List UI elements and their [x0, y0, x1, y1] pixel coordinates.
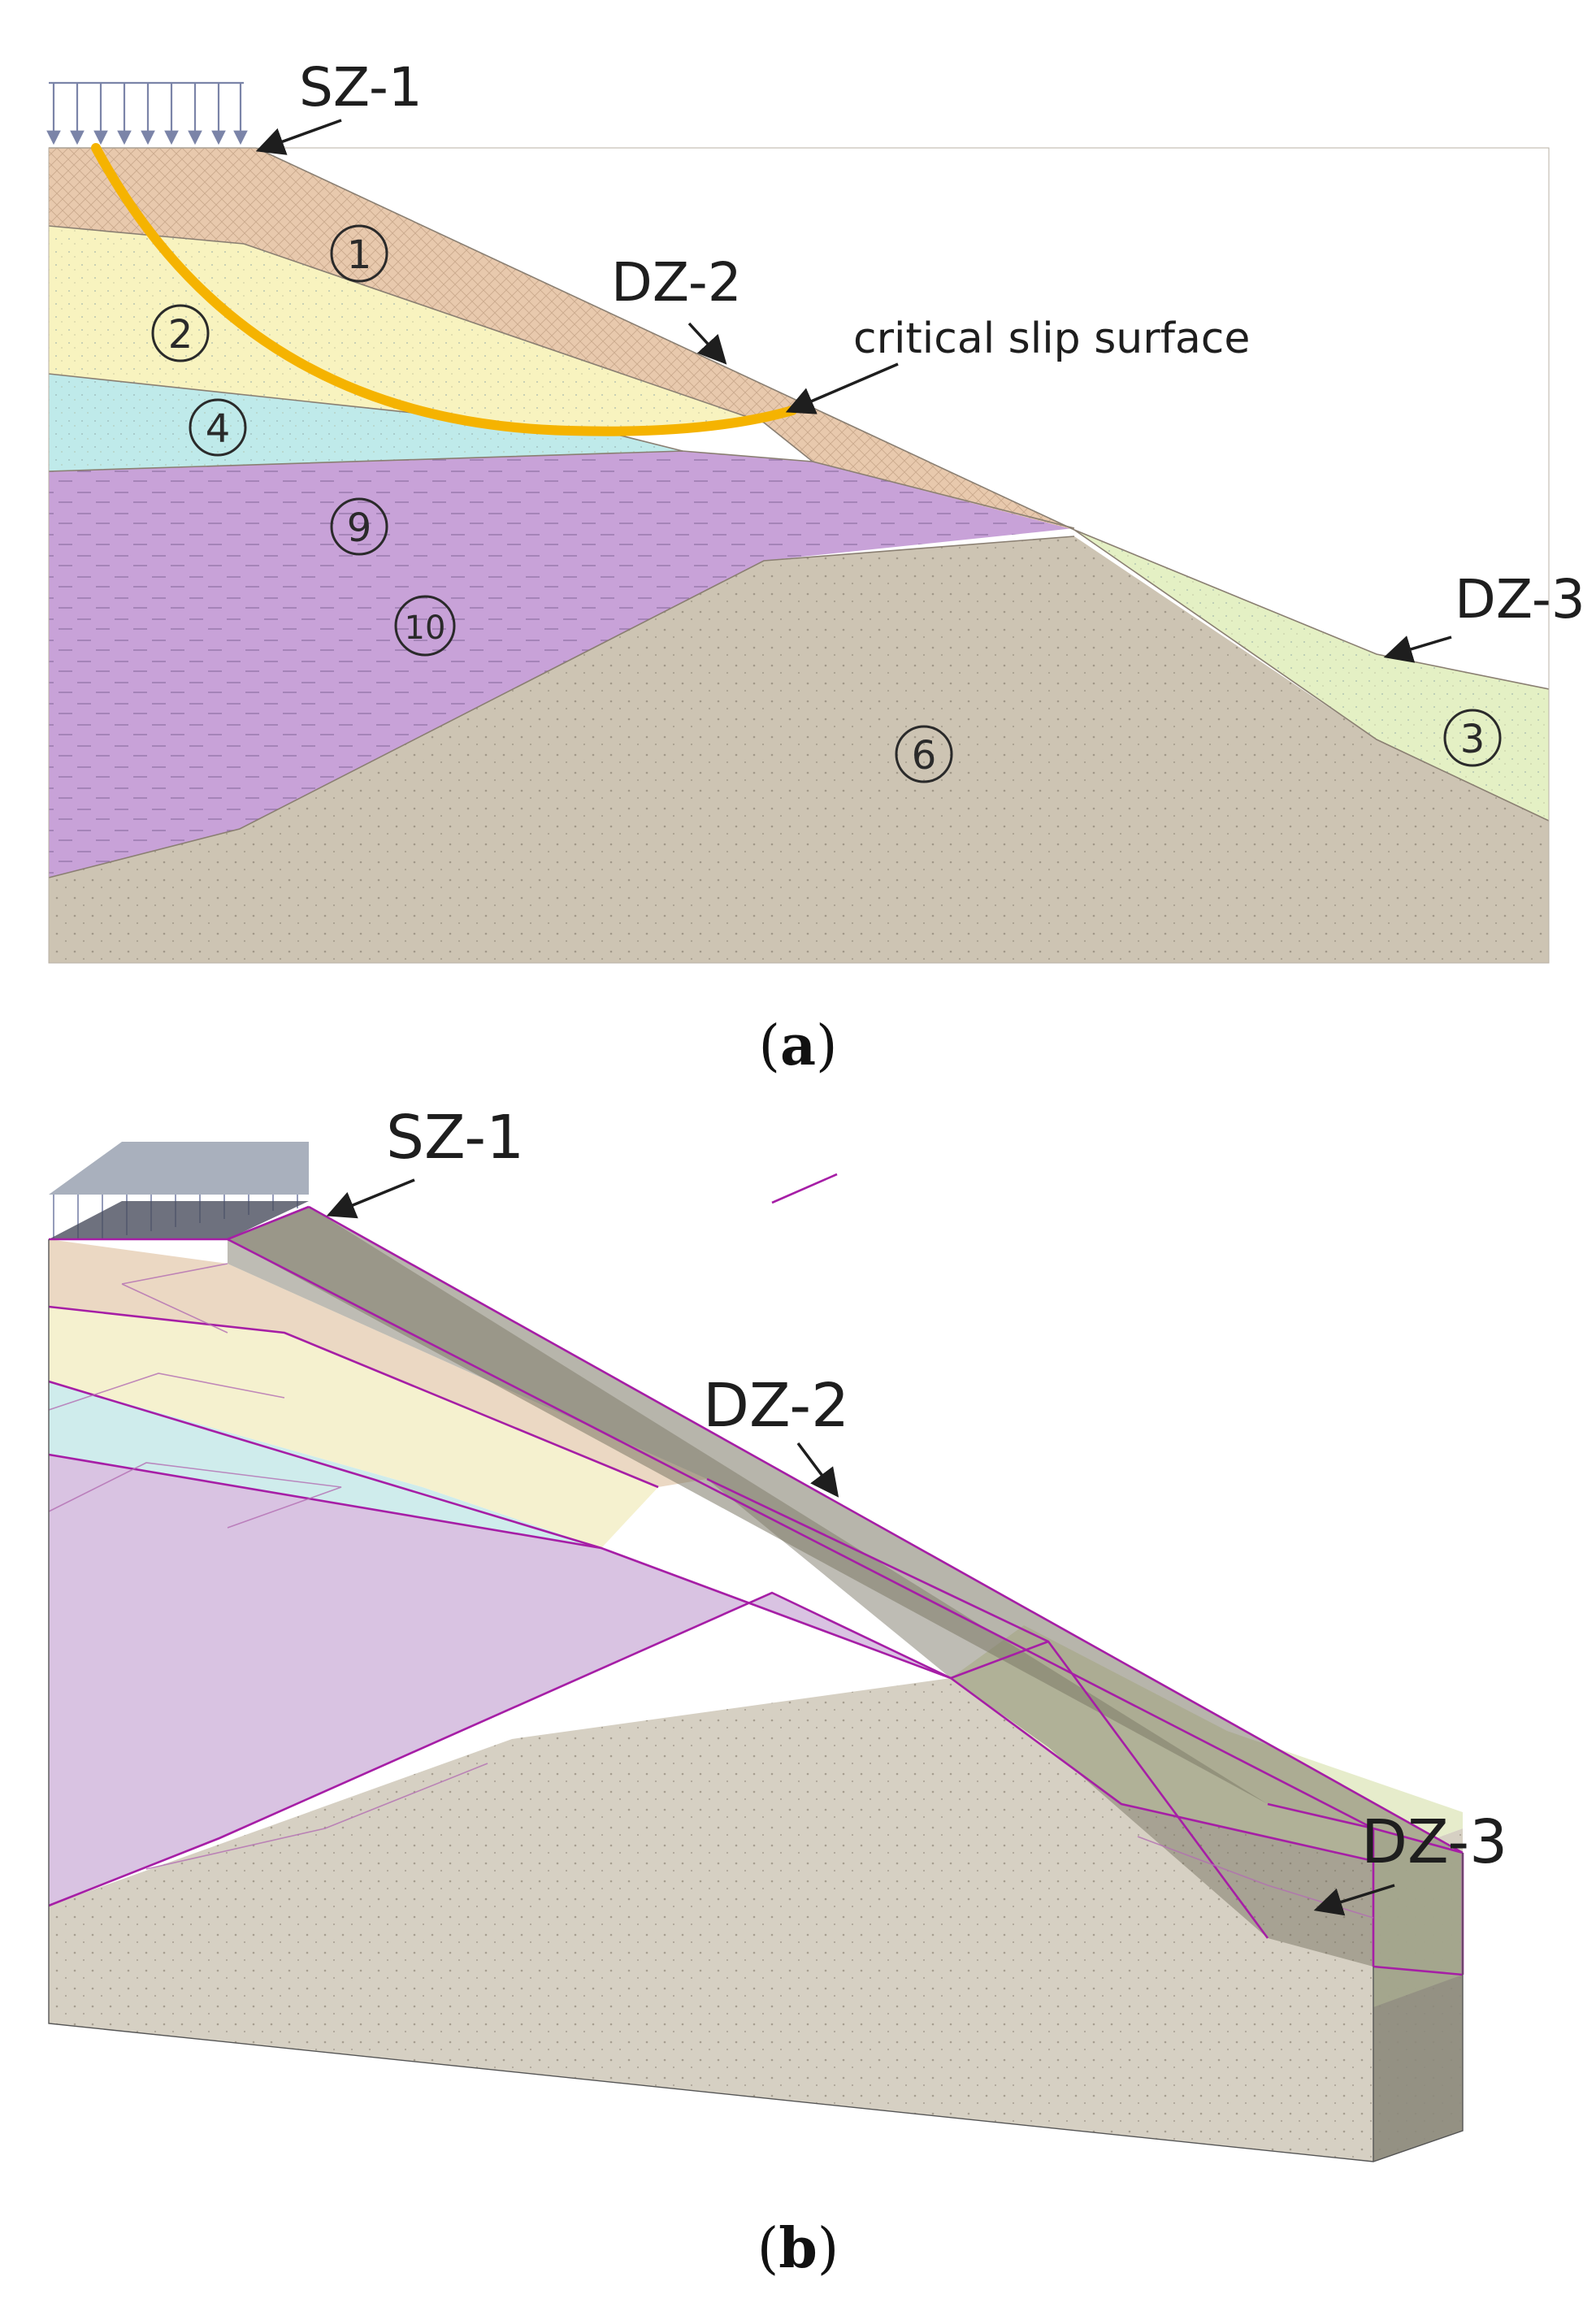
caption-b: (b) — [757, 2216, 839, 2281]
b-dz2-label: DZ-2 — [703, 1371, 849, 1441]
dz2-label: DZ-2 — [611, 251, 742, 314]
load-plate — [49, 1142, 309, 1195]
b-sz1-label: SZ-1 — [386, 1103, 524, 1173]
panel-b: SZ-1 DZ-2 DZ-3 (b) — [48, 1103, 1507, 2281]
model-outline — [48, 1239, 1464, 2162]
critical-slip-surface — [91, 143, 797, 436]
dz3-label: DZ-3 — [1455, 568, 1585, 631]
caption-a: (a) — [758, 1013, 837, 1078]
block-layer-9-10 — [49, 1455, 951, 1906]
section-frame — [48, 147, 1550, 964]
slip-surface-label: critical slip surface — [853, 314, 1250, 363]
layer-marker-10: 10 — [394, 595, 456, 657]
panel-a: SZ-1 DZ-2 critical slip surface DZ-3 1 2… — [46, 56, 1585, 1078]
svg-text:6: 6 — [912, 733, 937, 779]
block-layer-1 — [49, 1239, 707, 1487]
layer-marker-4: 4 — [189, 398, 247, 457]
svg-text:4: 4 — [206, 406, 231, 452]
footing-block — [49, 1201, 309, 1239]
model-edges — [48, 1173, 1464, 1976]
dz2-arrow — [687, 322, 727, 365]
layer-marker-3: 3 — [1443, 709, 1502, 767]
svg-text:9: 9 — [347, 505, 372, 551]
b-dz3-label: DZ-3 — [1361, 1807, 1507, 1877]
b-dz3-arrow — [1313, 1884, 1395, 1916]
b-dz2-arrow — [796, 1442, 839, 1498]
surcharge-load-arrows — [46, 81, 248, 145]
slip-label-arrow — [785, 362, 899, 414]
b-sz1-arrow — [326, 1178, 415, 1219]
svg-text:1: 1 — [347, 232, 372, 278]
layer-marker-2: 2 — [151, 304, 210, 362]
slope-zone-strip — [228, 1207, 1373, 1967]
layer-marker-6: 6 — [895, 725, 953, 783]
dz3-arrow — [1383, 635, 1452, 663]
layer-marker-1: 1 — [330, 224, 388, 283]
sz1-label: SZ-1 — [299, 56, 423, 119]
svg-text:3: 3 — [1460, 717, 1485, 762]
slope-zone-top — [228, 1207, 1463, 1853]
svg-text:10: 10 — [405, 609, 446, 647]
sz1-arrow — [255, 119, 342, 155]
block-layer-2 — [49, 1307, 658, 1548]
svg-text:2: 2 — [168, 312, 193, 358]
model-edges-light — [48, 1263, 1374, 1919]
layer-marker-9: 9 — [330, 497, 388, 556]
